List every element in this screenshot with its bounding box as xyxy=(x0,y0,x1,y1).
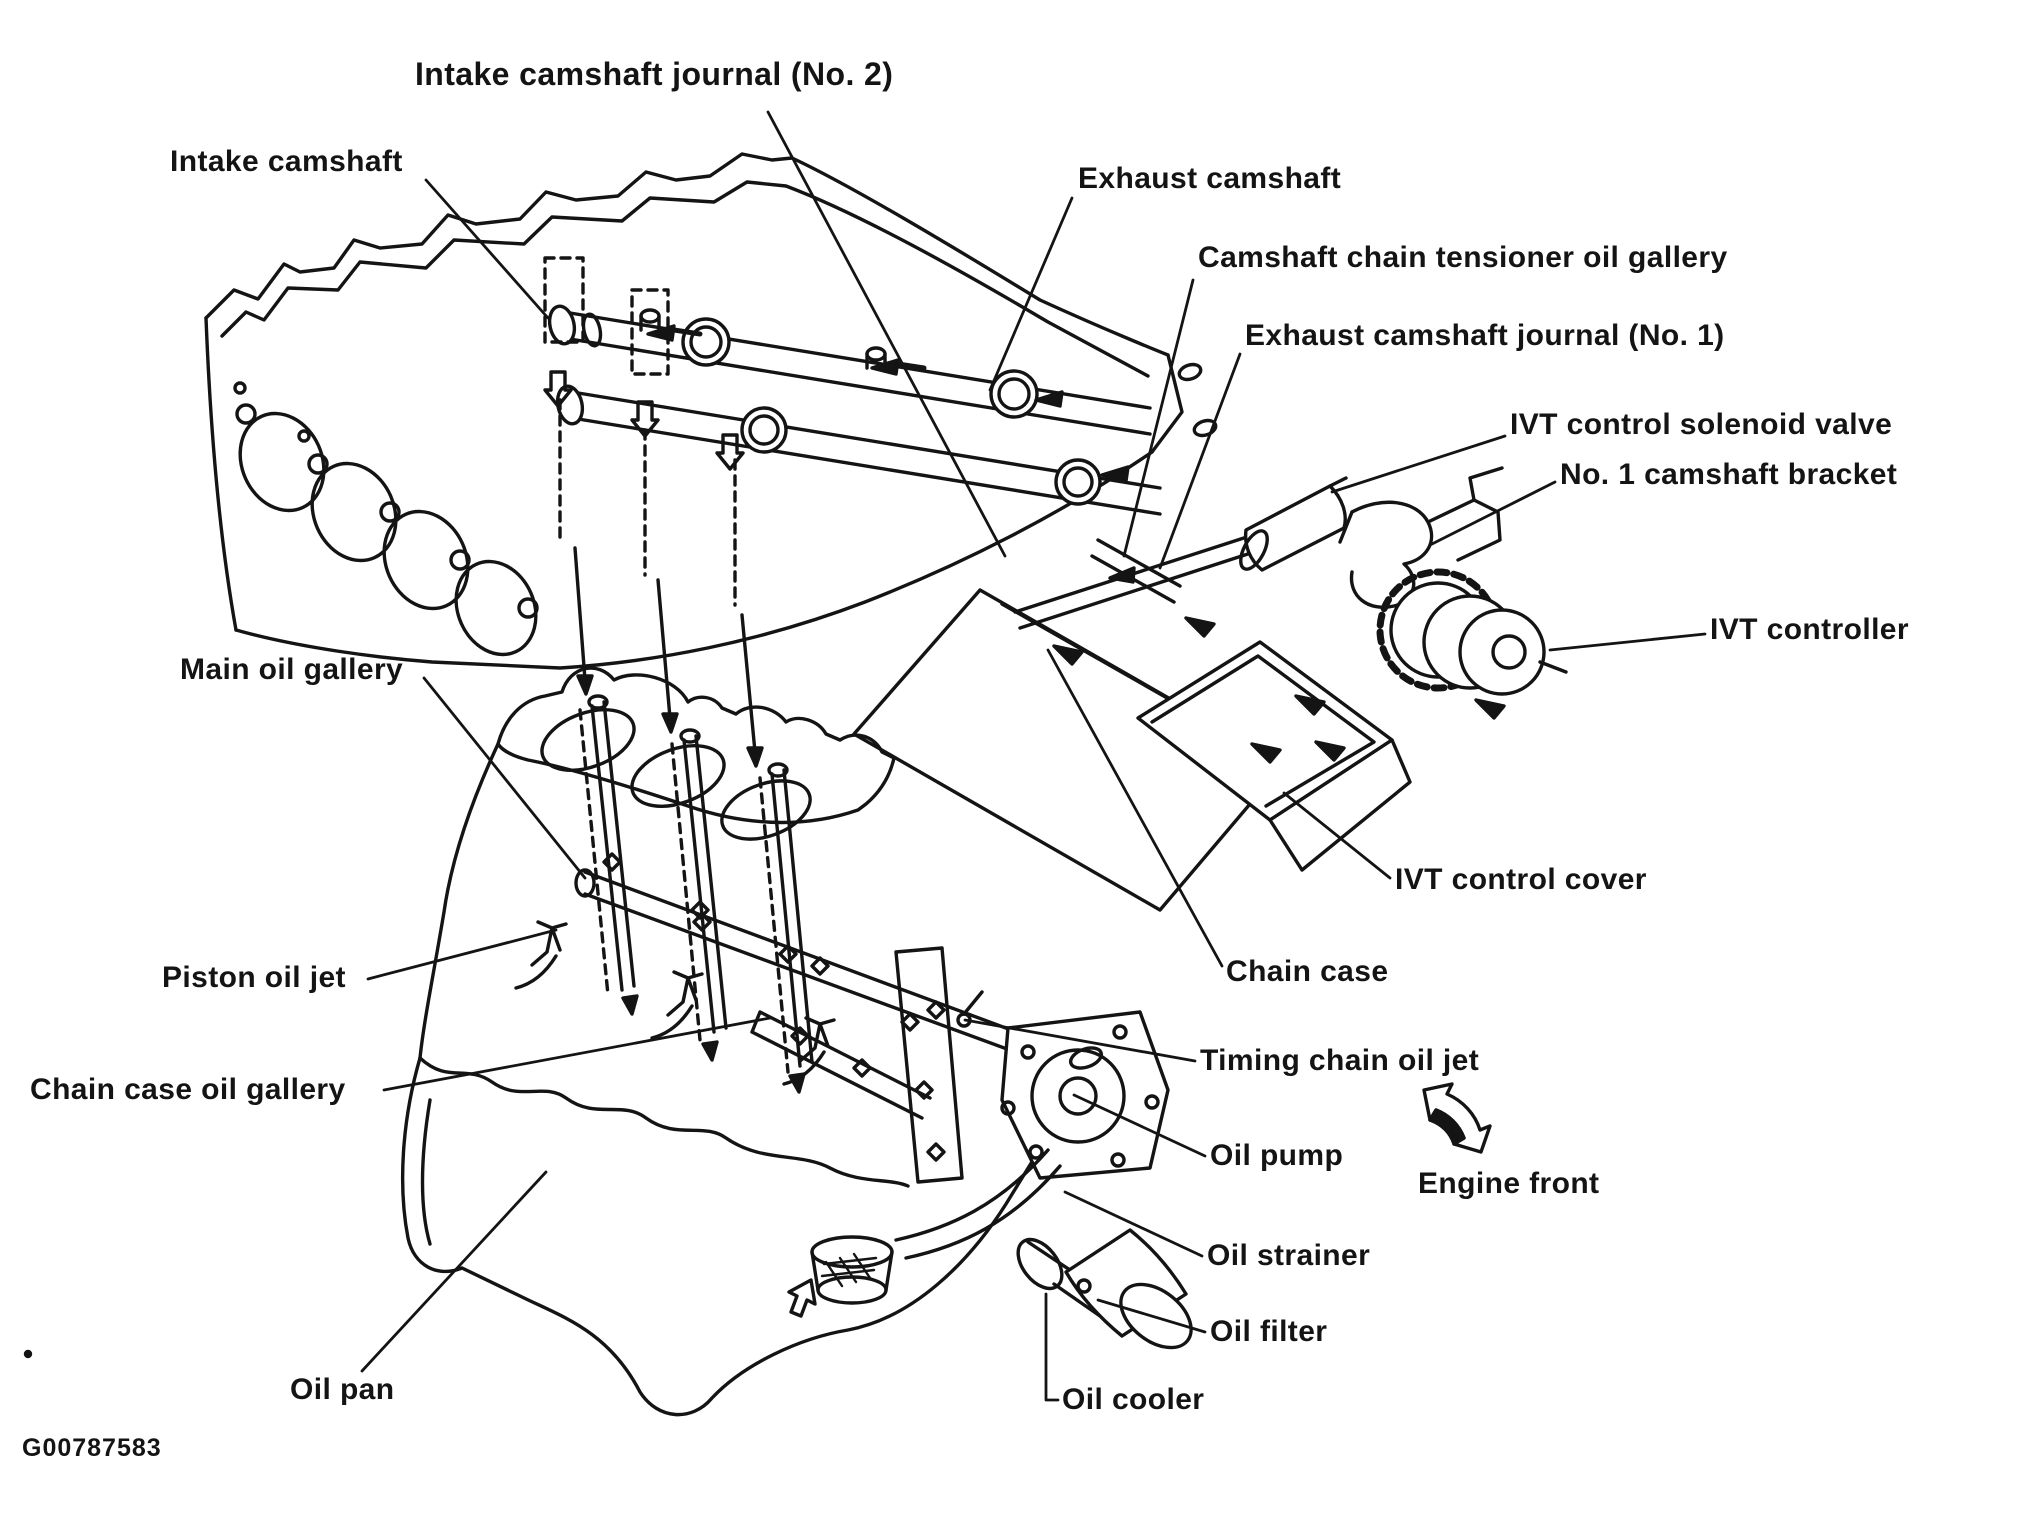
leader-ivt-cover xyxy=(1282,791,1392,880)
leader-ivt-solenoid xyxy=(1330,434,1507,494)
label-main-oil-gallery: Main oil gallery xyxy=(180,653,404,686)
oil-feed-tubes xyxy=(587,694,814,1068)
cylinder-head-drawing xyxy=(204,152,1218,768)
label-chain-case: Chain case xyxy=(1226,955,1389,988)
oil-flow-arrow-icons xyxy=(646,324,1136,584)
oil-pump-drawing xyxy=(1000,1010,1170,1180)
label-chain-case-oil-gallery: Chain case oil gallery xyxy=(30,1073,346,1106)
figure-code: G00787583 xyxy=(22,1434,162,1462)
leader-ivt-controller xyxy=(1548,632,1707,652)
oil-strainer-drawing xyxy=(810,1148,1062,1305)
leader-timing-jet xyxy=(963,1018,1197,1063)
head-dashed-passages xyxy=(543,256,737,607)
label-intake-camshaft-journal-no2: Intake camshaft journal (No. 2) xyxy=(415,56,894,92)
leader-main-oil-gallery xyxy=(422,676,587,880)
pan-up-arrow-icon xyxy=(787,1278,817,1318)
ivt-controller-drawing xyxy=(1376,568,1568,696)
piston-oil-jet-parts xyxy=(514,920,836,1086)
leader-oil-strainer xyxy=(1063,1190,1204,1258)
label-exhaust-camshaft-journal-no1: Exhaust camshaft journal (No. 1) xyxy=(1245,319,1725,352)
label-engine-front: Engine front xyxy=(1418,1167,1600,1200)
cover-flow-arrow-icons xyxy=(1052,616,1506,764)
label-oil-filter: Oil filter xyxy=(1210,1315,1328,1348)
oil-drain-arrow-icons xyxy=(543,370,745,471)
ivt-control-cover-plate xyxy=(1136,640,1412,872)
label-intake-camshaft: Intake camshaft xyxy=(170,145,403,178)
leader-lines xyxy=(360,110,1707,1402)
block-bottom-edge xyxy=(418,1056,910,1188)
head-front-rail xyxy=(234,450,1154,670)
label-ivt-controller: IVT controller xyxy=(1710,613,1909,646)
oil-drop-arrows xyxy=(573,546,764,768)
chain-case-oil-gallery-parts xyxy=(750,946,964,1184)
leader-no1-bracket xyxy=(1428,480,1557,547)
label-exhaust-camshaft: Exhaust camshaft xyxy=(1078,162,1342,195)
head-rear-rail-inner xyxy=(220,180,1150,378)
head-rear-rail xyxy=(204,152,1170,357)
stray-dot xyxy=(23,1349,33,1359)
label-oil-pan: Oil pan xyxy=(290,1373,395,1406)
block-left-outline xyxy=(418,742,500,1060)
cylinder-block-drawing xyxy=(418,666,1028,1188)
leader-oil-cooler xyxy=(1044,1292,1060,1402)
camshaft-journal-caps xyxy=(639,308,1218,438)
oil-cooler-drawing xyxy=(1016,1237,1102,1318)
label-camshaft-chain-tensioner-oil-gallery: Camshaft chain tensioner oil gallery xyxy=(1198,241,1728,274)
leader-intake-journal-2 xyxy=(766,110,1007,558)
leader-oil-pan xyxy=(360,1170,548,1373)
oil-pan-drawing xyxy=(400,1056,1040,1417)
label-ivt-control-solenoid-valve: IVT control solenoid valve xyxy=(1510,408,1893,441)
leader-oil-filter xyxy=(1096,1298,1207,1334)
label-oil-strainer: Oil strainer xyxy=(1207,1239,1371,1272)
leader-tensioner-gallery xyxy=(1122,278,1195,558)
oil-filter-drawing xyxy=(1064,1228,1193,1350)
exhaust-camshaft-drawing xyxy=(555,384,1162,516)
tensioner-gallery-tube xyxy=(1090,538,1182,604)
label-no1-camshaft-bracket: No. 1 camshaft bracket xyxy=(1560,458,1898,491)
block-passage-arrowheads xyxy=(621,994,806,1094)
intake-camshaft-drawing xyxy=(547,304,1152,436)
main-oil-gallery-tube xyxy=(574,868,1028,1058)
leader-exhaust-camshaft xyxy=(988,196,1074,392)
label-piston-oil-jet: Piston oil jet xyxy=(162,961,346,994)
head-right-end xyxy=(1150,353,1184,454)
label-timing-chain-oil-jet: Timing chain oil jet xyxy=(1200,1044,1480,1077)
block-top-face xyxy=(496,666,896,825)
leader-chain-case-oil-gallery xyxy=(382,1016,772,1092)
leader-oil-pump xyxy=(1072,1093,1207,1158)
label-oil-pump: Oil pump xyxy=(1210,1139,1344,1172)
leader-exhaust-journal-1 xyxy=(1158,352,1242,570)
leader-intake-camshaft xyxy=(424,178,550,320)
label-oil-cooler: Oil cooler xyxy=(1062,1383,1205,1416)
label-ivt-control-cover: IVT control cover xyxy=(1395,863,1647,896)
leader-chain-case xyxy=(1046,648,1224,968)
leader-piston-oil-jet xyxy=(366,928,558,981)
head-gasket-face-holes xyxy=(233,381,539,657)
ivt-control-solenoid-valve-drawing xyxy=(1013,476,1348,630)
head-left-end xyxy=(204,316,238,632)
engine-front-arrow-icon xyxy=(1422,1082,1492,1154)
